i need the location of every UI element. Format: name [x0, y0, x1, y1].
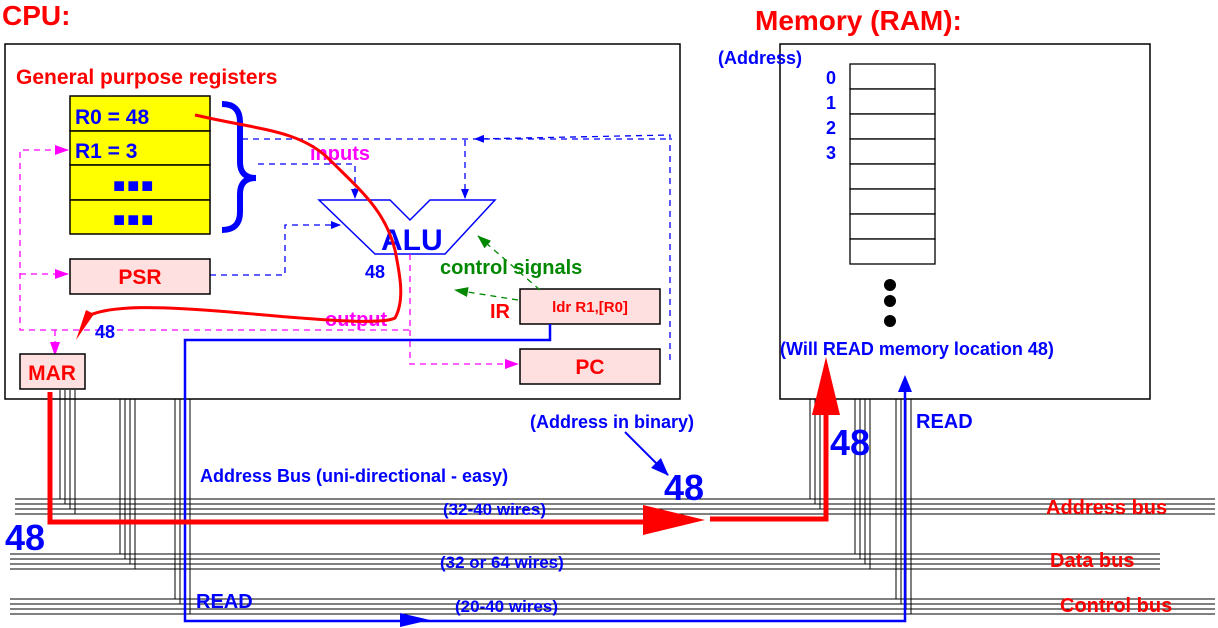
address-bus-arrowhead — [643, 505, 705, 535]
memory-address-arrowhead — [812, 357, 840, 415]
register-r0-label: R0 = 48 — [75, 106, 149, 129]
data-bus-wires: (32 or 64 wires) — [440, 553, 564, 572]
memory-cells — [849, 63, 936, 265]
pc-register[interactable] — [519, 348, 661, 385]
psr-label: PSR — [118, 266, 161, 289]
memory-read-signal: READ — [916, 411, 973, 433]
address-0: 0 — [826, 68, 836, 88]
mar-label: MAR — [28, 362, 76, 385]
bus-left-value: 48 — [5, 517, 45, 558]
register-r2[interactable] — [69, 164, 211, 201]
memory-title: Memory (RAM): — [755, 5, 962, 36]
mar-to-bus-path — [47, 392, 645, 525]
address-1: 1 — [826, 93, 836, 113]
pc-label: PC — [575, 356, 604, 379]
brace-icon — [221, 101, 257, 233]
mar-register[interactable] — [19, 353, 86, 390]
address-in-binary-label: (Address in binary) — [530, 412, 694, 432]
gp-registers-label: General purpose registers — [16, 66, 277, 89]
output-to-pc-line — [409, 330, 519, 369]
register-r3[interactable] — [69, 199, 211, 235]
psr-to-alu-line — [210, 221, 341, 276]
control-signal-alu-line — [477, 235, 541, 291]
address-bus-description: Address Bus (uni-directional - easy) — [200, 466, 508, 486]
pc-feedback-line — [474, 134, 671, 360]
bus-to-memory-path — [710, 410, 829, 522]
memory-cell[interactable] — [849, 113, 936, 140]
read-arrowhead-bus — [400, 613, 430, 627]
memory-cell[interactable] — [849, 188, 936, 215]
read-arrowhead-memory — [898, 375, 912, 392]
register-file: R0 = 48 R1 = 3 ■■■ ■■■ — [69, 95, 211, 235]
memory-cell[interactable] — [849, 213, 936, 240]
memory-cell[interactable] — [849, 63, 936, 90]
address-flow-arrowhead — [76, 310, 94, 340]
read-control-line — [183, 324, 907, 623]
alu-shape — [317, 199, 497, 255]
ellipsis-dot-1 — [884, 279, 896, 291]
control-bus-label: Control bus — [1060, 595, 1172, 617]
register-ellipsis-2: ■■■ — [113, 209, 155, 231]
alu-label: ALU — [381, 224, 443, 257]
ellipsis-dot-2 — [884, 295, 896, 307]
bus-address-value: 48 — [664, 467, 704, 508]
inputs-label: inputs — [310, 143, 370, 165]
control-bus-wires: (20-40 wires) — [455, 597, 558, 616]
mar-input-value: 48 — [95, 322, 115, 342]
address-bus-label: Address bus — [1046, 497, 1167, 519]
address-3: 3 — [826, 143, 836, 163]
ellipsis-dot-3 — [884, 315, 896, 327]
output-to-registers-line — [19, 145, 411, 331]
address-header: (Address) — [718, 48, 802, 68]
psr-register[interactable] — [69, 258, 211, 295]
memory-read-note: (Will READ memory location 48) — [780, 339, 1054, 359]
memory-cell[interactable] — [849, 163, 936, 190]
cpu-title: CPU: — [2, 0, 70, 31]
address-2: 2 — [826, 118, 836, 138]
memory-cell[interactable] — [849, 88, 936, 115]
memory-box — [779, 43, 1151, 400]
data-bus-label: Data bus — [1050, 550, 1134, 572]
ir-value: ldr R1,[R0] — [552, 299, 628, 316]
control-signals-label: control signals — [440, 257, 582, 279]
address-bus-wires: (32-40 wires) — [443, 500, 546, 519]
address-flow-path — [87, 113, 403, 323]
register-r0[interactable] — [69, 95, 211, 132]
alu-output-value: 48 — [365, 262, 385, 282]
control-read-label: READ — [196, 591, 253, 613]
register-ellipsis-1: ■■■ — [113, 175, 155, 197]
ir-label: IR — [490, 301, 511, 323]
memory-cell[interactable] — [849, 138, 936, 165]
memory-cell[interactable] — [849, 238, 936, 265]
register-r1-label: R1 = 3 — [75, 140, 137, 163]
memory-incoming-value: 48 — [830, 422, 870, 463]
ir-register[interactable] — [519, 288, 661, 325]
address-in-binary-pointer — [624, 431, 669, 476]
